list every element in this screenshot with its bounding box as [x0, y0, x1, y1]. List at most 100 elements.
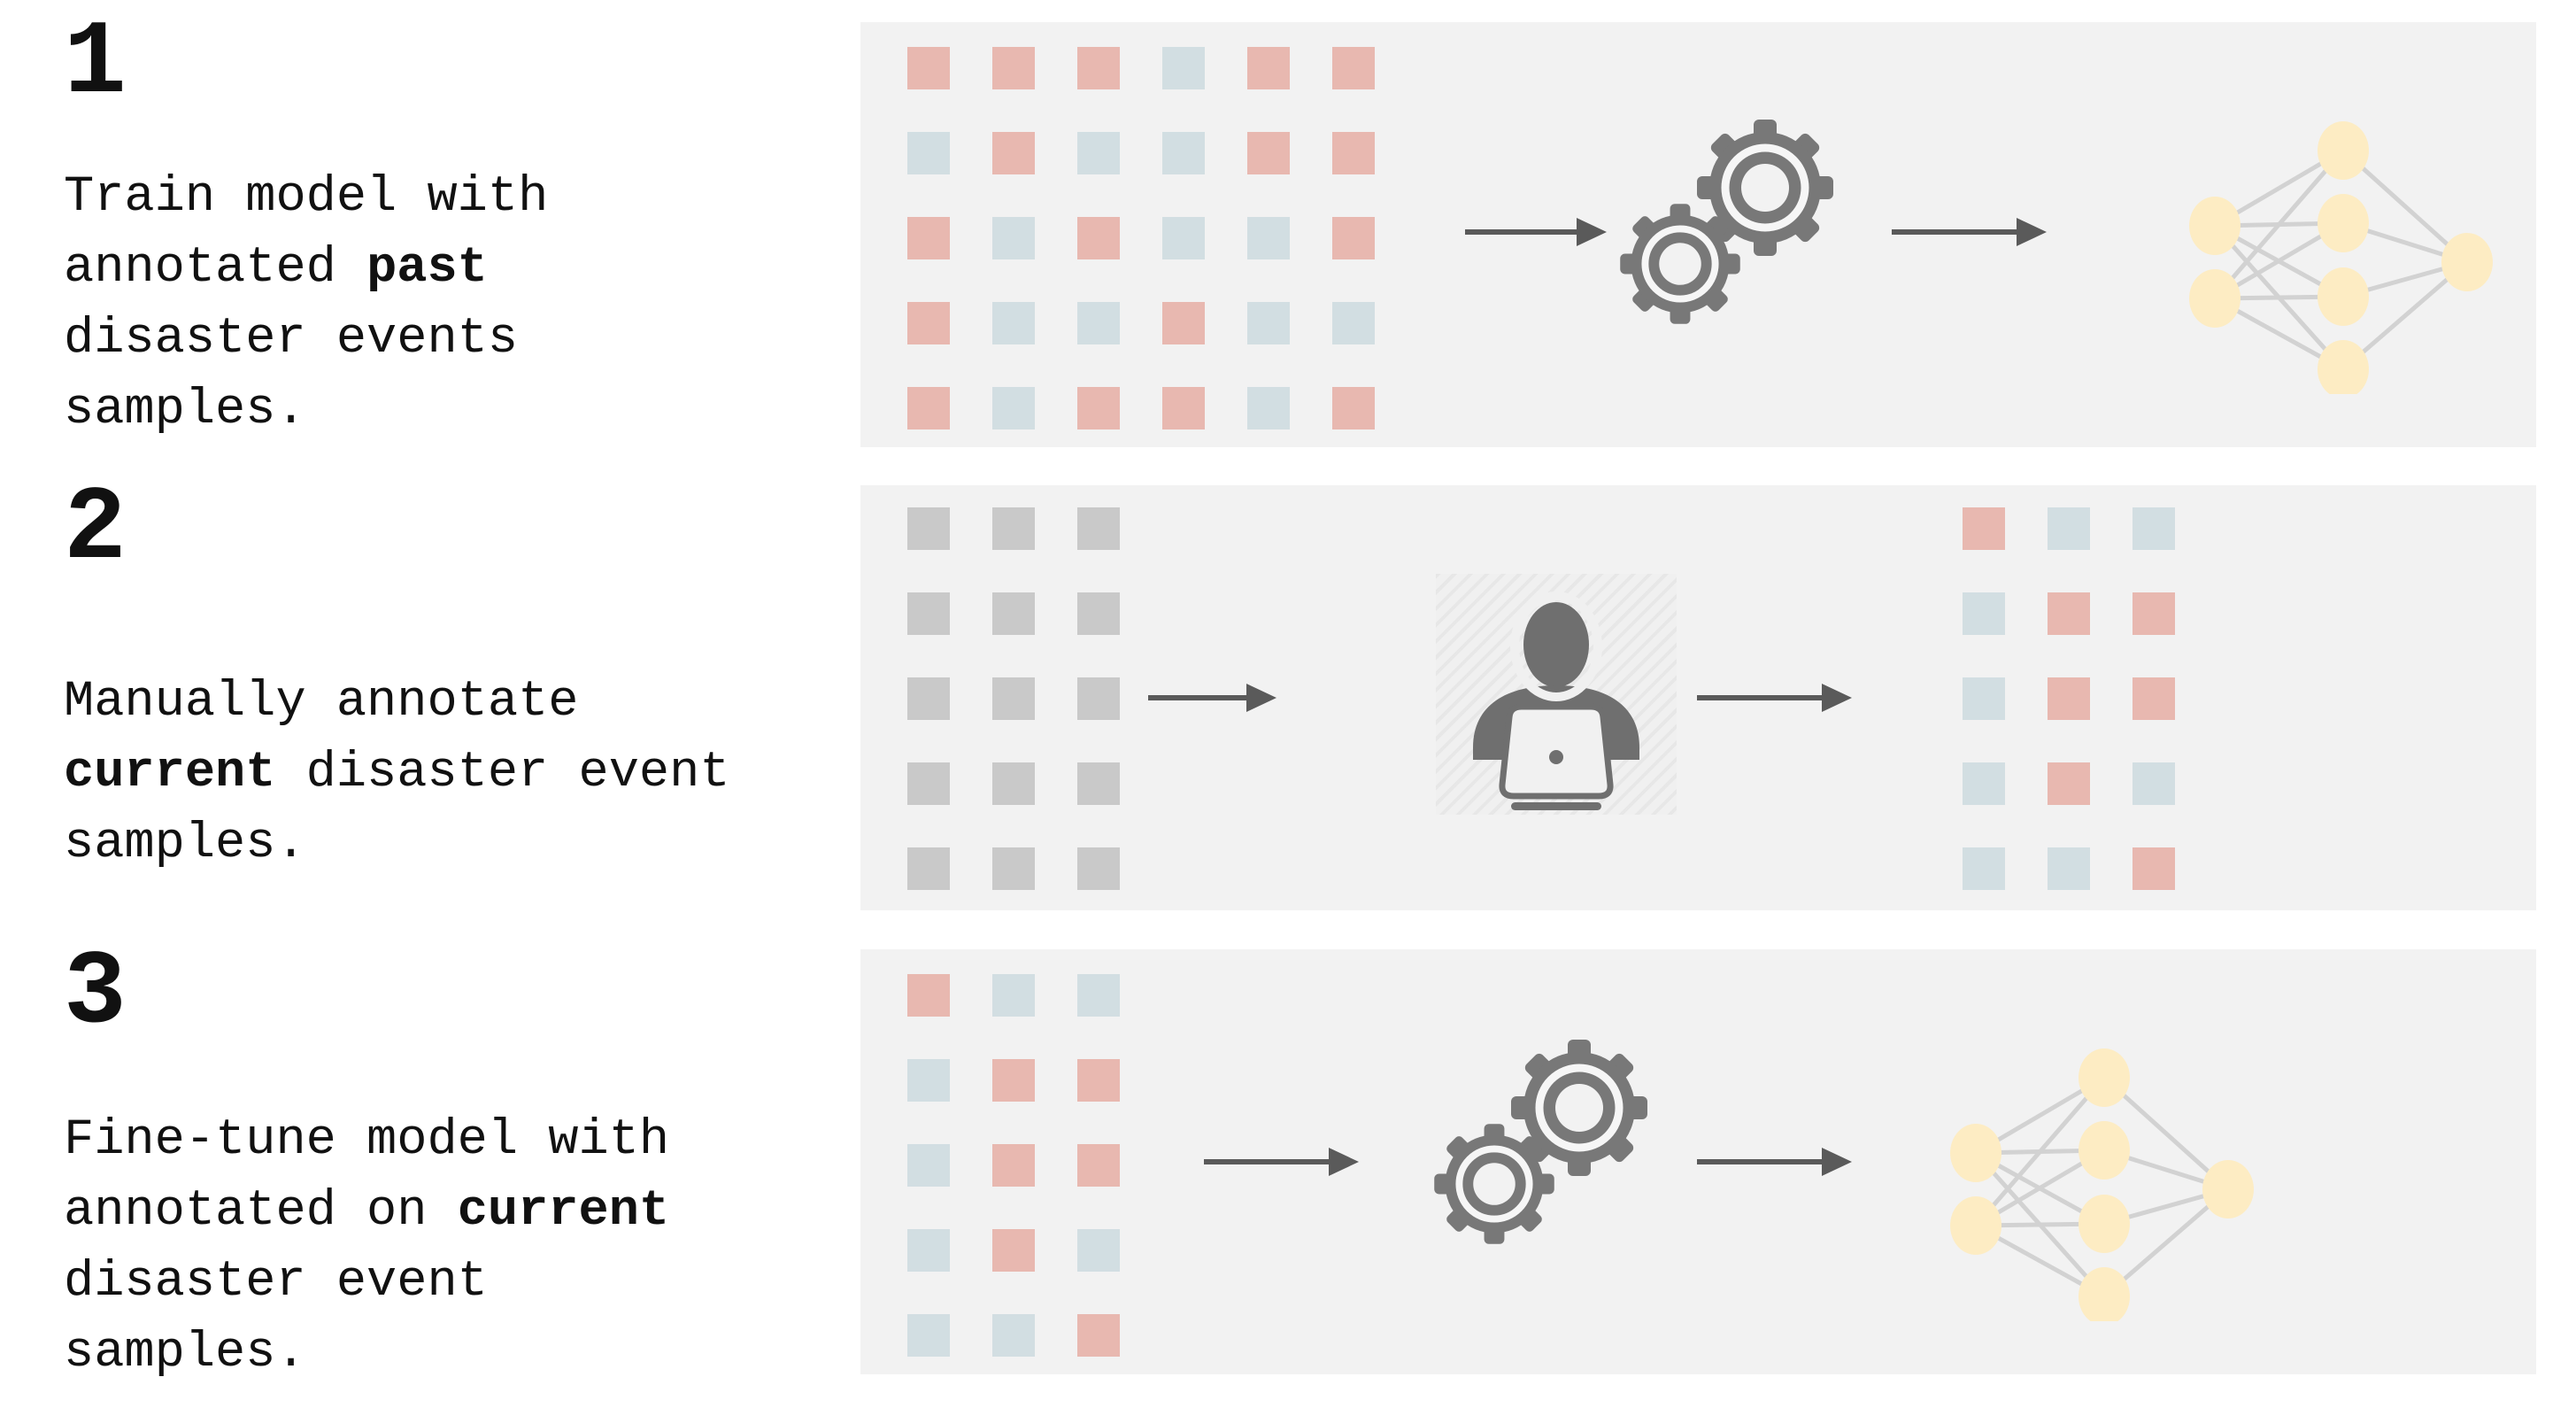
- sample-cell-gray: [1077, 677, 1120, 720]
- sample-cell-red: [2048, 592, 2090, 635]
- step-text-segment: Fine-tune model with: [64, 1112, 670, 1169]
- sample-cell-blue: [907, 1059, 950, 1102]
- step-text-line: disaster events: [64, 304, 548, 375]
- person-laptop-icon: [1436, 574, 1677, 815]
- sample-cell-blue: [1332, 302, 1375, 344]
- sample-cell-red: [907, 974, 950, 1017]
- sample-cell-gray: [992, 847, 1035, 890]
- step-text-line: current disaster event: [64, 738, 730, 808]
- step-text-line: Manually annotate: [64, 667, 730, 738]
- sample-cell-red: [1077, 1144, 1120, 1187]
- sample-cell-red: [2048, 677, 2090, 720]
- panel-step-2: [860, 485, 2536, 910]
- sample-cell-red: [992, 1229, 1035, 1272]
- sample-cell-gray: [992, 592, 1035, 635]
- sample-cell-red: [1332, 387, 1375, 429]
- sample-cell-blue: [2133, 762, 2175, 805]
- sample-cell-red: [1077, 387, 1120, 429]
- step-text-segment: disaster events: [64, 311, 519, 367]
- step-text-line: Train model with: [64, 162, 548, 233]
- step-text-bold-segment: current: [457, 1183, 670, 1240]
- step-text-segment: annotated: [64, 240, 367, 297]
- sample-cell-blue: [1077, 132, 1120, 174]
- sample-cell-gray: [1077, 507, 1120, 550]
- sample-cell-red: [1162, 387, 1205, 429]
- sample-cell-blue: [907, 132, 950, 174]
- sample-cell-red: [992, 1059, 1035, 1102]
- sample-cell-blue: [1162, 217, 1205, 259]
- sample-cell-red: [1077, 47, 1120, 89]
- step-text-line: samples.: [64, 808, 730, 879]
- panel-step-3: [860, 949, 2536, 1374]
- annotated-current-samples-grid: [1963, 507, 2175, 890]
- sample-cell-gray: [1077, 847, 1120, 890]
- sample-cell-red: [1247, 47, 1290, 89]
- annotated-current-samples-grid: [907, 974, 1120, 1357]
- step-text-segment: Manually annotate: [64, 674, 579, 731]
- sample-cell-blue: [992, 387, 1035, 429]
- sample-cell-gray: [992, 762, 1035, 805]
- step-3-description: Fine-tune model with annotated on current…: [64, 1105, 669, 1389]
- step-1-number: 1: [64, 5, 127, 123]
- step-text-line: Fine-tune model with: [64, 1105, 669, 1176]
- sample-cell-blue: [907, 1314, 950, 1357]
- sample-cell-blue: [2048, 847, 2090, 890]
- sample-cell-blue: [992, 217, 1035, 259]
- sample-cell-blue: [1247, 302, 1290, 344]
- sample-cell-blue: [1162, 132, 1205, 174]
- sample-cell-red: [1332, 47, 1375, 89]
- step-text-segment: samples.: [64, 1325, 306, 1381]
- sample-cell-red: [2133, 677, 2175, 720]
- arrow-right-icon: [1148, 684, 1276, 712]
- sample-cell-blue: [1077, 974, 1120, 1017]
- sample-cell-blue: [907, 1229, 950, 1272]
- step-text-segment: disaster event: [275, 745, 730, 801]
- sample-cell-blue: [907, 1144, 950, 1187]
- unlabeled-current-samples-grid: [907, 507, 1120, 890]
- neural-network-icon: [2175, 75, 2511, 398]
- sample-cell-blue: [992, 974, 1035, 1017]
- sample-cell-red: [2133, 592, 2175, 635]
- sample-cell-blue: [1077, 1229, 1120, 1272]
- sample-cell-red: [2133, 847, 2175, 890]
- sample-cell-red: [1077, 1059, 1120, 1102]
- step-text-line: annotated on current: [64, 1176, 669, 1247]
- step-text-line: annotated past: [64, 233, 548, 304]
- sample-cell-red: [1332, 217, 1375, 259]
- step-text-bold-segment: past: [366, 240, 488, 297]
- sample-cell-red: [907, 387, 950, 429]
- step-text-segment: samples.: [64, 382, 306, 438]
- neural-network-icon: [1936, 1002, 2272, 1326]
- gears-icon: [1427, 1033, 1648, 1255]
- sample-cell-red: [992, 47, 1035, 89]
- step-3-number: 3: [64, 935, 127, 1053]
- sample-cell-gray: [992, 507, 1035, 550]
- sample-cell-red: [907, 47, 950, 89]
- sample-cell-gray: [907, 762, 950, 805]
- sample-cell-red: [1077, 217, 1120, 259]
- sample-cell-blue: [1963, 677, 2005, 720]
- sample-cell-blue: [1077, 302, 1120, 344]
- sample-cell-gray: [992, 677, 1035, 720]
- sample-cell-gray: [1077, 762, 1120, 805]
- sample-cell-red: [1247, 132, 1290, 174]
- arrow-right-icon: [1697, 1148, 1852, 1176]
- sample-cell-blue: [992, 302, 1035, 344]
- step-text-line: samples.: [64, 1318, 669, 1389]
- arrow-right-icon: [1465, 218, 1607, 246]
- sample-cell-blue: [1162, 47, 1205, 89]
- sample-cell-red: [992, 132, 1035, 174]
- step-text-line: samples.: [64, 375, 548, 445]
- sample-cell-gray: [907, 677, 950, 720]
- gears-icon: [1613, 113, 1834, 335]
- sample-cell-blue: [1963, 762, 2005, 805]
- sample-cell-gray: [907, 847, 950, 890]
- sample-cell-blue: [1963, 847, 2005, 890]
- sample-cell-gray: [907, 592, 950, 635]
- sample-cell-red: [907, 217, 950, 259]
- sample-cell-blue: [992, 1314, 1035, 1357]
- annotated-past-samples-grid: [907, 47, 1375, 429]
